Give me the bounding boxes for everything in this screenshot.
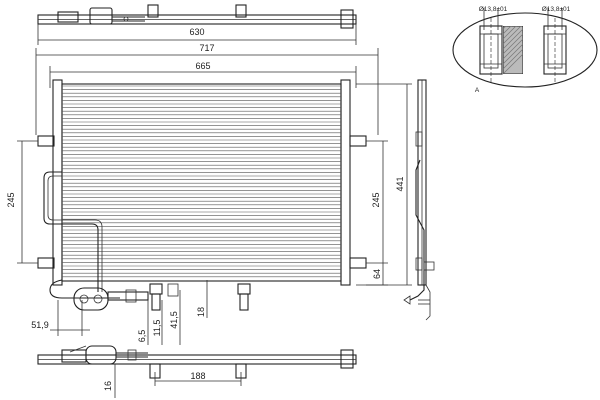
bracket-right-lower — [349, 257, 367, 269]
detail-right-hole-label: Ø13,8±01 — [542, 6, 571, 13]
detail-a: Ø13,8±01 Ø13,8±01 A — [452, 0, 598, 94]
dimension-717: 717 — [35, 43, 379, 135]
dim-6-5-label: 6,5 — [137, 330, 147, 343]
dimension-64: 64 — [366, 263, 388, 286]
bracket-right-upper — [349, 135, 367, 147]
dim-51-9-label: 51,9 — [31, 320, 49, 330]
dim-245-right-label: 245 — [371, 192, 381, 207]
dim-188-label: 188 — [190, 371, 205, 381]
dim-64-label: 64 — [372, 269, 382, 279]
detail-ellipse — [452, 12, 598, 88]
dimension-11-5: 11,5 — [152, 300, 163, 345]
hatch-line — [503, 26, 522, 45]
bracket-left-upper — [37, 135, 55, 147]
dimension-18: 18 — [196, 280, 208, 318]
dimension-6-5: 6,5 — [137, 300, 149, 345]
dim-245-left-label: 245 — [6, 192, 16, 207]
dim-717-label: 717 — [199, 43, 214, 53]
detail-marker-label: A — [475, 87, 480, 94]
top-view — [37, 4, 357, 29]
dimension-41-5: 41,5 — [169, 290, 181, 345]
condenser-fins — [62, 85, 341, 278]
mount-pin-left — [151, 293, 161, 311]
hatch-line — [503, 26, 517, 40]
fitting-block — [73, 287, 109, 311]
hatch-line — [503, 38, 523, 60]
dim-41-5-label: 41,5 — [169, 311, 179, 329]
refrigerant-pipe — [43, 171, 99, 292]
hatch-line — [503, 33, 523, 55]
front-view — [37, 79, 367, 311]
section-hatch — [503, 0, 523, 74]
detail-left-hole-label: Ø13,8±01 — [479, 6, 508, 13]
dimension-245-right: 245 — [366, 140, 388, 264]
dim-11-5-label: 11,5 — [152, 320, 162, 337]
bracket-left-lower — [37, 257, 55, 269]
hatch-line — [503, 28, 523, 50]
dim-665-label: 665 — [195, 61, 210, 71]
hatch-line — [503, 43, 523, 65]
hatch-line — [503, 26, 512, 35]
hatch-line — [503, 0, 523, 4]
mount-pin-right — [239, 293, 249, 311]
dimension-630: 630 — [37, 24, 357, 45]
dim-18-label: 18 — [196, 307, 206, 317]
dim-630-label: 630 — [189, 27, 204, 37]
dimension-245-left: 245 — [6, 140, 38, 264]
dimension-188: 188 — [154, 371, 242, 386]
dim-441-label: 441 — [395, 176, 405, 191]
side-view — [403, 79, 435, 321]
dim-16-label: 16 — [103, 381, 113, 391]
dimension-441: 441 — [356, 83, 412, 286]
dimension-51-9: 51,9 — [31, 300, 90, 336]
dimension-16: 16 — [103, 364, 116, 398]
hatch-line — [503, 48, 523, 70]
hatch-line — [503, 53, 523, 74]
